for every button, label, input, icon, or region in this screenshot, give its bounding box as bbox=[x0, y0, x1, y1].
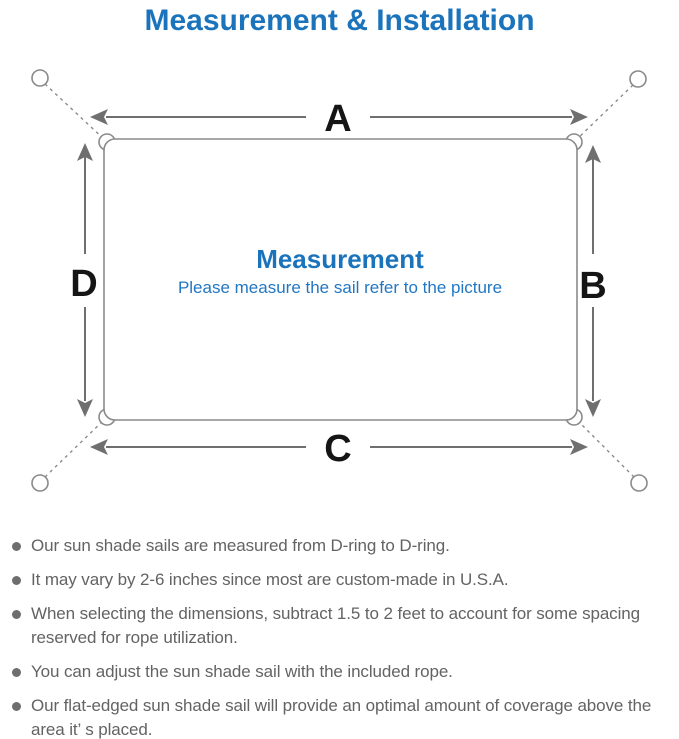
dimension-label-c: C bbox=[324, 428, 351, 470]
dimension-label-a: A bbox=[324, 98, 351, 140]
anchor-ring-icon bbox=[629, 70, 647, 88]
note-text: You can adjust the sun shade sail with t… bbox=[31, 662, 453, 681]
tether-line-bottom-left bbox=[44, 417, 107, 478]
dimension-label-d: D bbox=[70, 263, 97, 305]
list-item: It may vary by 2-6 inches since most are… bbox=[12, 568, 669, 592]
page-title: Measurement & Installation bbox=[144, 4, 535, 37]
arrowhead-down-icon bbox=[77, 399, 93, 417]
arrowhead-down-icon bbox=[585, 399, 601, 417]
measurement-diagram: A C D B Measurement Please measure the s… bbox=[31, 69, 648, 492]
arrowhead-left-icon bbox=[90, 439, 108, 455]
note-text: Our sun shade sails are measured from D-… bbox=[31, 536, 450, 555]
diagram-center-subtitle: Please measure the sail refer to the pic… bbox=[178, 278, 502, 297]
list-item: When selecting the dimensions, subtract … bbox=[12, 602, 669, 650]
bullet-icon bbox=[12, 542, 21, 551]
list-item: You can adjust the sun shade sail with t… bbox=[12, 660, 669, 684]
arrowhead-right-icon bbox=[570, 109, 588, 125]
anchor-ring-icon bbox=[31, 474, 49, 492]
arrowhead-right-icon bbox=[570, 439, 588, 455]
bullet-icon bbox=[12, 668, 21, 677]
list-item: Our sun shade sails are measured from D-… bbox=[12, 534, 669, 558]
anchor-tether-lines bbox=[44, 83, 635, 478]
diagram-center-title: Measurement bbox=[256, 244, 424, 274]
arrowhead-left-icon bbox=[90, 109, 108, 125]
dimension-label-b: B bbox=[579, 265, 606, 307]
note-text: Our flat-edged sun shade sail will provi… bbox=[31, 696, 652, 739]
note-text: It may vary by 2-6 inches since most are… bbox=[31, 570, 509, 589]
tether-line-top-right bbox=[574, 84, 634, 142]
arrowhead-up-icon bbox=[585, 145, 601, 163]
tether-line-top-left bbox=[44, 83, 107, 142]
note-text: When selecting the dimensions, subtract … bbox=[31, 604, 640, 647]
anchor-ring-icon bbox=[31, 69, 49, 87]
bullet-icon bbox=[12, 576, 21, 585]
sail-outline bbox=[103, 138, 578, 421]
notes-list: Our sun shade sails are measured from D-… bbox=[0, 520, 679, 739]
anchor-ring-icon bbox=[630, 474, 648, 492]
bullet-icon bbox=[12, 702, 21, 711]
bullet-icon bbox=[12, 610, 21, 619]
anchor-rings bbox=[31, 69, 648, 492]
arrowhead-up-icon bbox=[77, 143, 93, 161]
list-item: Our flat-edged sun shade sail will provi… bbox=[12, 694, 669, 739]
